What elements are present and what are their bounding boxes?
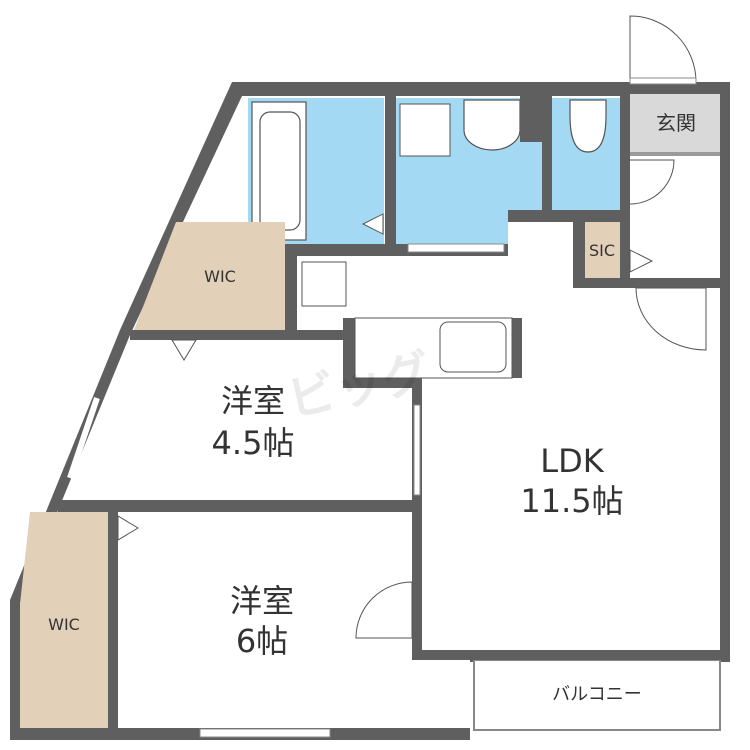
toilet (569, 99, 607, 153)
wall (58, 500, 420, 512)
wall (630, 152, 720, 156)
wic-top (134, 222, 285, 330)
wall (130, 330, 355, 340)
sic-label: SIC (589, 241, 615, 260)
wall (630, 278, 730, 288)
kitchen-sink (439, 321, 507, 373)
wall (285, 244, 297, 334)
window[interactable] (67, 397, 100, 479)
western-room-1-name: 洋室 (221, 382, 285, 420)
window[interactable] (413, 404, 421, 496)
wall (385, 96, 396, 246)
ldk-door[interactable] (635, 287, 707, 351)
wall (420, 650, 730, 660)
wall (620, 92, 630, 282)
wic-bottom (20, 512, 110, 728)
wall (512, 318, 522, 378)
entrance-label: 玄関 (656, 111, 696, 135)
wall (343, 318, 355, 378)
door-frame (629, 77, 697, 85)
wall (412, 378, 422, 660)
room-door[interactable] (355, 581, 413, 639)
wall (343, 378, 422, 388)
wall (542, 96, 552, 222)
bathtub-inner (259, 111, 301, 231)
sic-room (585, 222, 620, 278)
toilet-door[interactable] (629, 159, 675, 205)
western-room-1-size: 4.5帖 (212, 424, 295, 462)
washing-machine-space (399, 103, 451, 157)
window[interactable] (199, 728, 331, 738)
entrance (630, 94, 720, 152)
entrance-door[interactable] (629, 15, 697, 83)
wic-bottom-label: WIC (48, 615, 80, 634)
western-room-2-name: 洋室 (230, 582, 294, 620)
ldk-size: 11.5帖 (520, 482, 623, 520)
ldk-name: LDK (540, 442, 604, 480)
door-arrow (171, 339, 197, 361)
balcony-label: バルコニー (552, 684, 642, 705)
balcony (473, 659, 721, 731)
wic-top-label: WIC (204, 267, 236, 286)
western-room-2-size: 6帖 (236, 622, 288, 660)
door-arrow (629, 249, 654, 273)
sink (463, 99, 521, 151)
door-arrow (361, 213, 384, 235)
wall (108, 512, 118, 728)
door-arrow (117, 515, 139, 541)
fridge-space (301, 261, 347, 307)
sliding-door[interactable] (407, 243, 505, 253)
